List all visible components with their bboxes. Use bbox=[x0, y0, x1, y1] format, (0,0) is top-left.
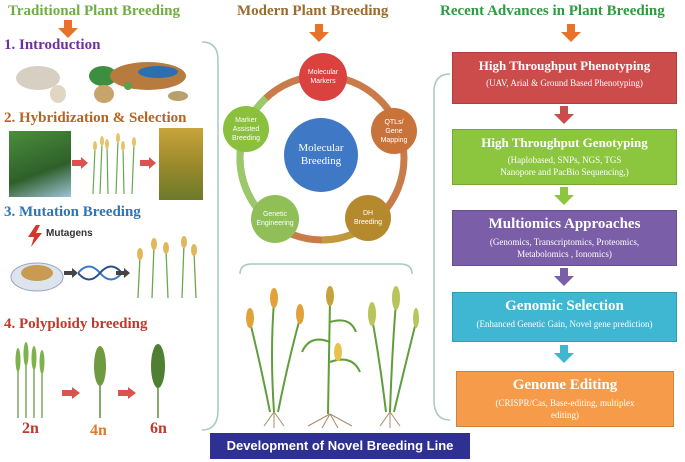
node-genetic-engineering: Genetic Engineering bbox=[251, 195, 299, 243]
plants-bracket bbox=[239, 263, 413, 275]
hybridization-heading: 2. Hybridization & Selection bbox=[4, 110, 187, 126]
ploidy-label-4n: 4n bbox=[90, 422, 107, 439]
phenotyping-box: High Throughput Phenotyping (UAV, Arial … bbox=[452, 52, 677, 104]
genomic-selection-title: Genomic Selection bbox=[505, 298, 624, 314]
down-arrow-icon bbox=[309, 24, 329, 42]
mutagens-label: Mutagens bbox=[46, 228, 93, 239]
down-arrow-icon bbox=[554, 106, 574, 124]
multiomics-desc: (Genomics, Transcriptomics, Proteomics, … bbox=[489, 237, 640, 259]
crop-plants-illustration bbox=[246, 286, 419, 429]
hexaploid-wheat-image bbox=[151, 344, 165, 418]
genomic-selection-desc: (Enhanced Genetic Gain, Novel gene predi… bbox=[476, 319, 653, 329]
rice-plants-image bbox=[92, 133, 136, 195]
genotyping-desc: (Haplobased, SNPs, NGS, TGS Nanopore and… bbox=[500, 155, 629, 177]
world-map-image bbox=[16, 62, 188, 103]
tetraploid-wheat-image bbox=[94, 346, 106, 418]
recent-header: Recent Advances in Plant Breeding bbox=[440, 3, 665, 19]
node-molecular-markers: Molecular Markers bbox=[299, 53, 347, 101]
polyploidy-heading: 4. Polyploidy breeding bbox=[4, 316, 148, 332]
right-arrow-icon bbox=[64, 268, 78, 278]
down-arrow-icon bbox=[554, 345, 574, 363]
mutant-plants-image bbox=[137, 236, 197, 299]
genomic-selection-box: Genomic Selection (Enhanced Genetic Gain… bbox=[452, 292, 677, 342]
dna-helix-image bbox=[78, 265, 122, 281]
center-node-molecular-breeding: Molecular Breeding bbox=[284, 118, 358, 192]
ploidy-label-6n: 6n bbox=[150, 420, 167, 437]
right-arrow-icon bbox=[118, 387, 136, 399]
introduction-heading: 1. Introduction bbox=[4, 37, 101, 53]
down-arrow-icon bbox=[561, 24, 581, 42]
right-arrow-icon bbox=[72, 157, 88, 169]
genome-editing-box: Genome Editing (CRISPR/Cas, Base-editing… bbox=[456, 371, 674, 427]
node-marker-assisted-breeding: Marker Assisted Breeding bbox=[223, 106, 269, 152]
genome-editing-title: Genome Editing bbox=[512, 377, 618, 393]
multiomics-box: Multiomics Approaches (Genomics, Transcr… bbox=[452, 210, 677, 266]
diploid-wheat-image bbox=[15, 342, 45, 418]
greenhouse-photo bbox=[9, 131, 71, 197]
right-arrow-icon bbox=[116, 268, 130, 278]
right-arrow-icon bbox=[62, 387, 80, 399]
down-arrow-icon bbox=[58, 20, 78, 38]
phenotyping-desc: (UAV, Arial & Ground Based Phenotyping) bbox=[486, 78, 643, 88]
multiomics-title: Multiomics Approaches bbox=[488, 216, 641, 232]
mutation-heading: 3. Mutation Breeding bbox=[4, 204, 141, 220]
left-bracket bbox=[201, 41, 219, 431]
petri-dish-image bbox=[10, 262, 64, 292]
phenotyping-title: High Throughput Phenotyping bbox=[478, 58, 651, 73]
down-arrow-icon bbox=[554, 268, 574, 286]
node-dh-breeding: DH Breeding bbox=[345, 195, 391, 241]
lightning-icon bbox=[28, 225, 42, 247]
genome-editing-desc: (CRISPR/Cas, Base-editing, multiplex edi… bbox=[495, 398, 635, 420]
traditional-header: Traditional Plant Breeding bbox=[8, 3, 180, 19]
right-arrow-icon bbox=[140, 157, 156, 169]
genotyping-title: High Throughput Genotyping bbox=[481, 135, 648, 150]
node-qtl-gene-mapping: QTLs/ Gene Mapping bbox=[371, 108, 417, 154]
right-bracket bbox=[433, 73, 451, 421]
down-arrow-icon bbox=[554, 187, 574, 205]
modern-header: Modern Plant Breeding bbox=[237, 3, 389, 19]
development-banner: Development of Novel Breeding Line bbox=[210, 433, 470, 459]
ploidy-label-2n: 2n bbox=[22, 420, 39, 437]
genotyping-box: High Throughput Genotyping (Haplobased, … bbox=[452, 129, 677, 185]
paddy-field-photo bbox=[159, 128, 203, 200]
